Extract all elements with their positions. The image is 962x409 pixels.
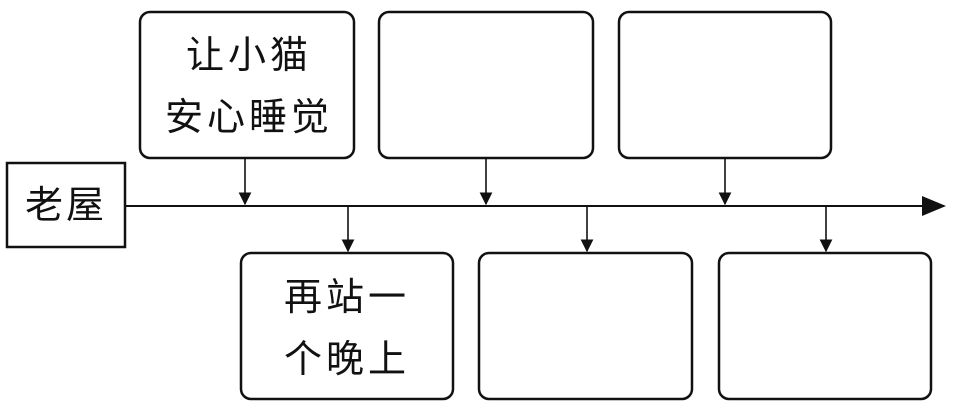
start-label: 老屋 (25, 183, 107, 227)
start-label-box: 老屋 (5, 161, 127, 249)
bottom-box-1: 再站一 个晚上 (239, 251, 455, 401)
top-box-3 (617, 10, 833, 160)
bottom-box-2 (477, 251, 694, 401)
bottom-box-3 (717, 251, 933, 401)
top-box-1: 让小猫 安心睡觉 (138, 10, 356, 160)
top-box-2 (377, 10, 595, 160)
top-box-1-line-1: 让小猫 (186, 33, 312, 77)
top-box-1-line-2: 安心睡觉 (165, 95, 333, 139)
bottom-box-1-line-2: 个晚上 (284, 337, 410, 381)
bottom-box-1-line-1: 再站一 (284, 275, 410, 319)
